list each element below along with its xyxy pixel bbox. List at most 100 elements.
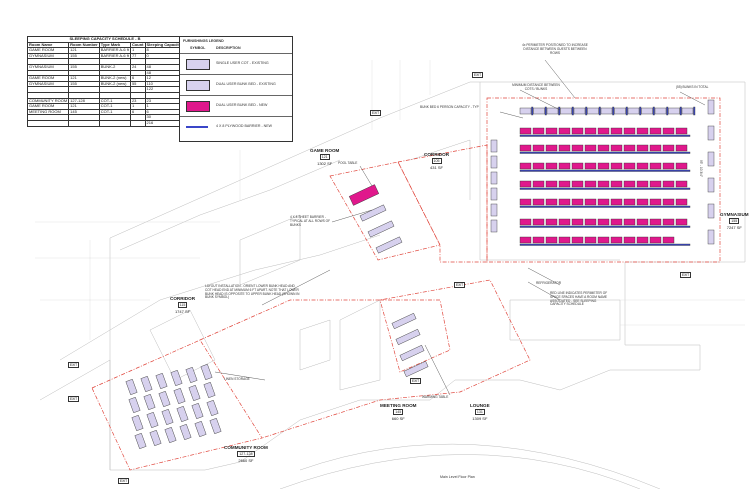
bunk-new — [558, 127, 571, 135]
cot-existing — [155, 372, 168, 390]
schedule-cell: COT-1 — [98, 103, 131, 110]
bunk-new — [571, 127, 584, 135]
cot-existing — [140, 375, 153, 393]
legend-title: FURNISHINGS LEGEND — [183, 39, 224, 43]
gymnasium-perimeter — [486, 97, 721, 263]
room-number: 127-128 — [237, 451, 255, 457]
bunk-new — [519, 236, 532, 244]
cot-existing — [194, 420, 207, 438]
schedule-cell — [26, 119, 70, 127]
bunk-new — [532, 144, 545, 152]
gymnasium-bunks — [490, 99, 715, 246]
bunk-existing — [654, 107, 667, 115]
schedule-cell: BUNK-2 — [98, 64, 131, 71]
bunk-new — [623, 162, 636, 170]
schedule-cell: GYMNASIUM — [26, 64, 70, 71]
cot-existing — [188, 384, 201, 402]
exit-tag: EXIT — [454, 282, 466, 288]
bunk-new — [610, 180, 623, 188]
room-label-meeting-room: MEETING ROOM 145 660 SF — [380, 403, 417, 421]
bunk-existing — [546, 107, 559, 115]
bunk-new — [662, 218, 675, 226]
room-label-corridor-top: CORRIDOR 105 431 SF — [424, 152, 449, 170]
bunk-new — [597, 162, 610, 170]
cot-existing — [173, 387, 186, 405]
bunk-new — [597, 144, 610, 152]
bunk-existing — [367, 220, 395, 238]
bunk-new — [558, 180, 571, 188]
barrier — [612, 106, 615, 116]
legend-description: 4 X 8 PLYWOOD BARRIER - NEW — [216, 124, 273, 128]
bunk-new — [545, 180, 558, 188]
schedule-cell — [98, 91, 131, 99]
cot-existing — [161, 408, 174, 426]
bunk-symbol-icon — [186, 101, 210, 112]
room-area: 660 SF — [391, 416, 405, 421]
note-layout: LAYOUT INSTALLATION - ORIENT LOWER BUNK … — [205, 284, 300, 300]
bunk-existing — [707, 99, 715, 115]
bunk-new — [545, 236, 558, 244]
legend-description: SINGLE USER COT - EXISTING — [216, 61, 269, 65]
bunk-existing — [533, 107, 545, 115]
room-label-corridor-left: CORRIDOR 115 1747 SF — [170, 296, 195, 314]
exit-tag: EXIT — [68, 362, 80, 368]
community-perimeter — [91, 339, 263, 471]
bunk-existing — [707, 177, 715, 193]
bunk-existing — [681, 107, 694, 115]
room-number: 115 — [177, 302, 188, 308]
bunk-new — [623, 198, 636, 206]
bunk-new — [636, 162, 649, 170]
schedule-cell: COT-1 — [98, 97, 131, 105]
schedule-header-cell: Count — [129, 41, 146, 49]
bunk-new — [636, 127, 649, 135]
bunk-new — [519, 180, 532, 188]
barrier — [679, 106, 682, 116]
barrier — [519, 151, 691, 154]
bunk-new — [649, 236, 662, 244]
bunk-new — [662, 144, 675, 152]
bunk-existing — [707, 203, 715, 219]
pool-table — [348, 184, 380, 206]
bunk-new — [571, 180, 584, 188]
bunk-existing — [614, 107, 626, 115]
meeting-perimeter — [379, 299, 451, 373]
bunk-new — [610, 236, 623, 244]
schedule-cell: GAME ROOM — [26, 103, 70, 110]
bunk-new — [571, 218, 584, 226]
bunk-existing — [668, 107, 680, 115]
bunk-existing — [587, 107, 599, 115]
space-perimeters — [91, 97, 721, 471]
bunk-existing — [490, 203, 498, 217]
bunk-new — [662, 198, 675, 206]
note-barrier-typical: 4 X 8 SHEET BARRIER - TYPICAL AT ALL ROW… — [290, 215, 331, 227]
bunk-new — [558, 198, 571, 206]
note-dimension: 95' - 10 3/4" — [699, 160, 703, 177]
bunk-new — [519, 162, 532, 170]
schedule-row: 48 — [26, 69, 183, 77]
bunk-new — [558, 162, 571, 170]
bunk-existing — [641, 107, 653, 115]
bunk-new — [649, 144, 662, 152]
schedule-cell — [26, 114, 70, 121]
room-name: GYMNASIUM — [720, 212, 749, 217]
bunk-new — [649, 127, 662, 135]
bunk-new — [636, 236, 649, 244]
room-area: 7247 SF — [726, 225, 742, 230]
other-furniture — [125, 184, 429, 450]
schedule-cell — [98, 86, 131, 93]
room-area: 1309 SF — [472, 416, 488, 421]
cot-existing — [164, 426, 177, 444]
legend-symbol-header: SYMBOL — [190, 46, 206, 50]
bunk-existing — [573, 107, 586, 115]
bunk-new — [545, 198, 558, 206]
note-pool-table: POOL TABLE — [338, 161, 358, 165]
bunk-new — [662, 236, 675, 244]
bunk-new — [649, 162, 662, 170]
bunk-existing — [707, 229, 715, 245]
bunk-new — [558, 144, 571, 152]
